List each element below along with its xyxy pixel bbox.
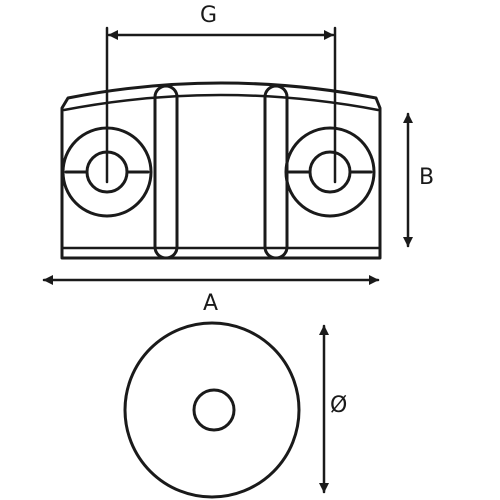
dimension-label-a: A — [203, 291, 219, 316]
body-outline — [60, 81, 382, 260]
right-mounting-hole — [284, 126, 376, 218]
dimension-label-g: G — [200, 3, 218, 28]
center-hole — [192, 388, 236, 432]
top-edge-line — [62, 93, 380, 112]
dimension-label-diameter: Ø — [330, 393, 348, 418]
outer-disc — [123, 321, 301, 499]
dimension-label-b: B — [419, 165, 435, 190]
dimension-g — [105, 26, 337, 184]
top-view — [123, 321, 301, 499]
left-slot — [153, 84, 179, 260]
front-view — [60, 81, 382, 260]
right-slot — [263, 84, 289, 260]
